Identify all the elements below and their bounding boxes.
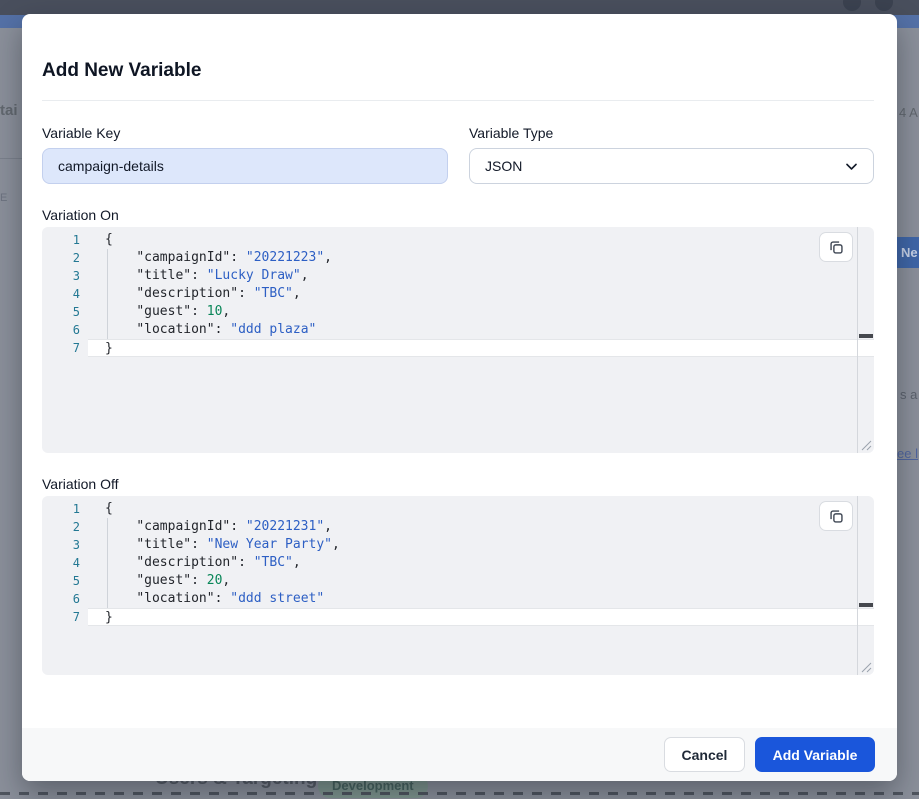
variable-key-input[interactable] bbox=[42, 148, 448, 184]
add-variable-modal: Add New Variable Variable Key Variable T… bbox=[22, 14, 897, 781]
modal-title: Add New Variable bbox=[42, 60, 202, 81]
line-number: 3 bbox=[72, 538, 80, 552]
scrollbar-track[interactable] bbox=[857, 496, 858, 675]
code-text: "title": "Lucky Draw", bbox=[136, 268, 309, 283]
line-number: 7 bbox=[72, 610, 80, 624]
code-line: 3 "title": "Lucky Draw", bbox=[42, 267, 874, 285]
code-line: 4 "description": "TBC", bbox=[42, 285, 874, 303]
code-text: "description": "TBC", bbox=[136, 555, 301, 570]
code-line: 7} bbox=[42, 339, 874, 357]
code-text: } bbox=[88, 608, 874, 626]
code-line: 2 "campaignId": "20221231", bbox=[42, 518, 874, 536]
code-line: 2 "campaignId": "20221223", bbox=[42, 249, 874, 267]
modal-footer: Cancel Add Variable bbox=[22, 728, 897, 781]
line-number: 7 bbox=[72, 341, 80, 355]
copy-button[interactable] bbox=[819, 232, 853, 262]
code-text: { bbox=[105, 501, 113, 516]
resize-handle[interactable] bbox=[861, 440, 872, 451]
code-line: 1{ bbox=[42, 231, 874, 249]
code-line: 1{ bbox=[42, 500, 874, 518]
code-text: "campaignId": "20221231", bbox=[136, 519, 332, 534]
background-dashed-line bbox=[0, 792, 919, 795]
chevron-down-icon bbox=[846, 163, 857, 170]
copy-button[interactable] bbox=[819, 501, 853, 531]
code-text: "description": "TBC", bbox=[136, 286, 301, 301]
indent-guide bbox=[107, 249, 108, 339]
code-text: "location": "ddd plaza" bbox=[136, 322, 317, 337]
variable-type-select[interactable]: JSON bbox=[469, 148, 874, 184]
code-line: 5 "guest": 20, bbox=[42, 572, 874, 590]
variation-on-label: Variation On bbox=[42, 207, 119, 223]
line-number: 6 bbox=[72, 323, 80, 337]
code-line: 5 "guest": 10, bbox=[42, 303, 874, 321]
code-lines: 1{2 "campaignId": "20221223",3 "title": … bbox=[42, 231, 874, 357]
code-text: } bbox=[88, 339, 874, 357]
cursor-scroll-marker bbox=[859, 603, 873, 607]
copy-icon bbox=[829, 509, 843, 523]
line-number: 6 bbox=[72, 592, 80, 606]
avatar bbox=[875, 0, 893, 11]
header-divider bbox=[42, 100, 874, 101]
code-line: 6 "location": "ddd plaza" bbox=[42, 321, 874, 339]
background-new-button-fragment: Ne bbox=[897, 237, 919, 268]
line-number: 5 bbox=[72, 574, 80, 588]
background-heading-fragment: tai bbox=[0, 102, 18, 119]
indent-guide bbox=[107, 518, 108, 608]
line-number: 1 bbox=[72, 502, 80, 516]
line-number: 3 bbox=[72, 269, 80, 283]
avatar bbox=[843, 0, 861, 11]
background-text-fragment: 4 A bbox=[899, 105, 918, 120]
code-text: { bbox=[105, 232, 113, 247]
add-variable-button[interactable]: Add Variable bbox=[755, 737, 875, 772]
line-number: 2 bbox=[72, 520, 80, 534]
variable-type-label: Variable Type bbox=[469, 125, 554, 141]
code-lines: 1{2 "campaignId": "20221231",3 "title": … bbox=[42, 500, 874, 626]
scrollbar-track[interactable] bbox=[857, 227, 858, 453]
variation-off-label: Variation Off bbox=[42, 476, 119, 492]
background-link-fragment: ee l bbox=[897, 446, 918, 461]
background-divider bbox=[0, 158, 22, 159]
variation-off-editor[interactable]: 1{2 "campaignId": "20221231",3 "title": … bbox=[42, 496, 874, 675]
code-text: "guest": 10, bbox=[136, 304, 231, 319]
code-line: 3 "title": "New Year Party", bbox=[42, 536, 874, 554]
line-number: 1 bbox=[72, 233, 80, 247]
cancel-button[interactable]: Cancel bbox=[664, 737, 745, 772]
code-text: "title": "New Year Party", bbox=[136, 537, 340, 552]
code-line: 7} bbox=[42, 608, 874, 626]
background-text-fragment: E bbox=[0, 192, 8, 204]
line-number: 2 bbox=[72, 251, 80, 265]
variable-type-value: JSON bbox=[485, 158, 523, 174]
background-text-fragment: s a bbox=[900, 387, 918, 402]
code-text: "guest": 20, bbox=[136, 573, 231, 588]
line-number: 4 bbox=[72, 556, 80, 570]
variable-key-label: Variable Key bbox=[42, 125, 121, 141]
code-line: 4 "description": "TBC", bbox=[42, 554, 874, 572]
resize-handle[interactable] bbox=[861, 662, 872, 673]
line-number: 5 bbox=[72, 305, 80, 319]
app-top-bar bbox=[0, 0, 919, 15]
code-text: "campaignId": "20221223", bbox=[136, 250, 332, 265]
copy-icon bbox=[829, 240, 843, 254]
cursor-scroll-marker bbox=[859, 334, 873, 338]
line-number: 4 bbox=[72, 287, 80, 301]
variation-on-editor[interactable]: 1{2 "campaignId": "20221223",3 "title": … bbox=[42, 227, 874, 453]
code-text: "location": "ddd street" bbox=[136, 591, 325, 606]
code-line: 6 "location": "ddd street" bbox=[42, 590, 874, 608]
